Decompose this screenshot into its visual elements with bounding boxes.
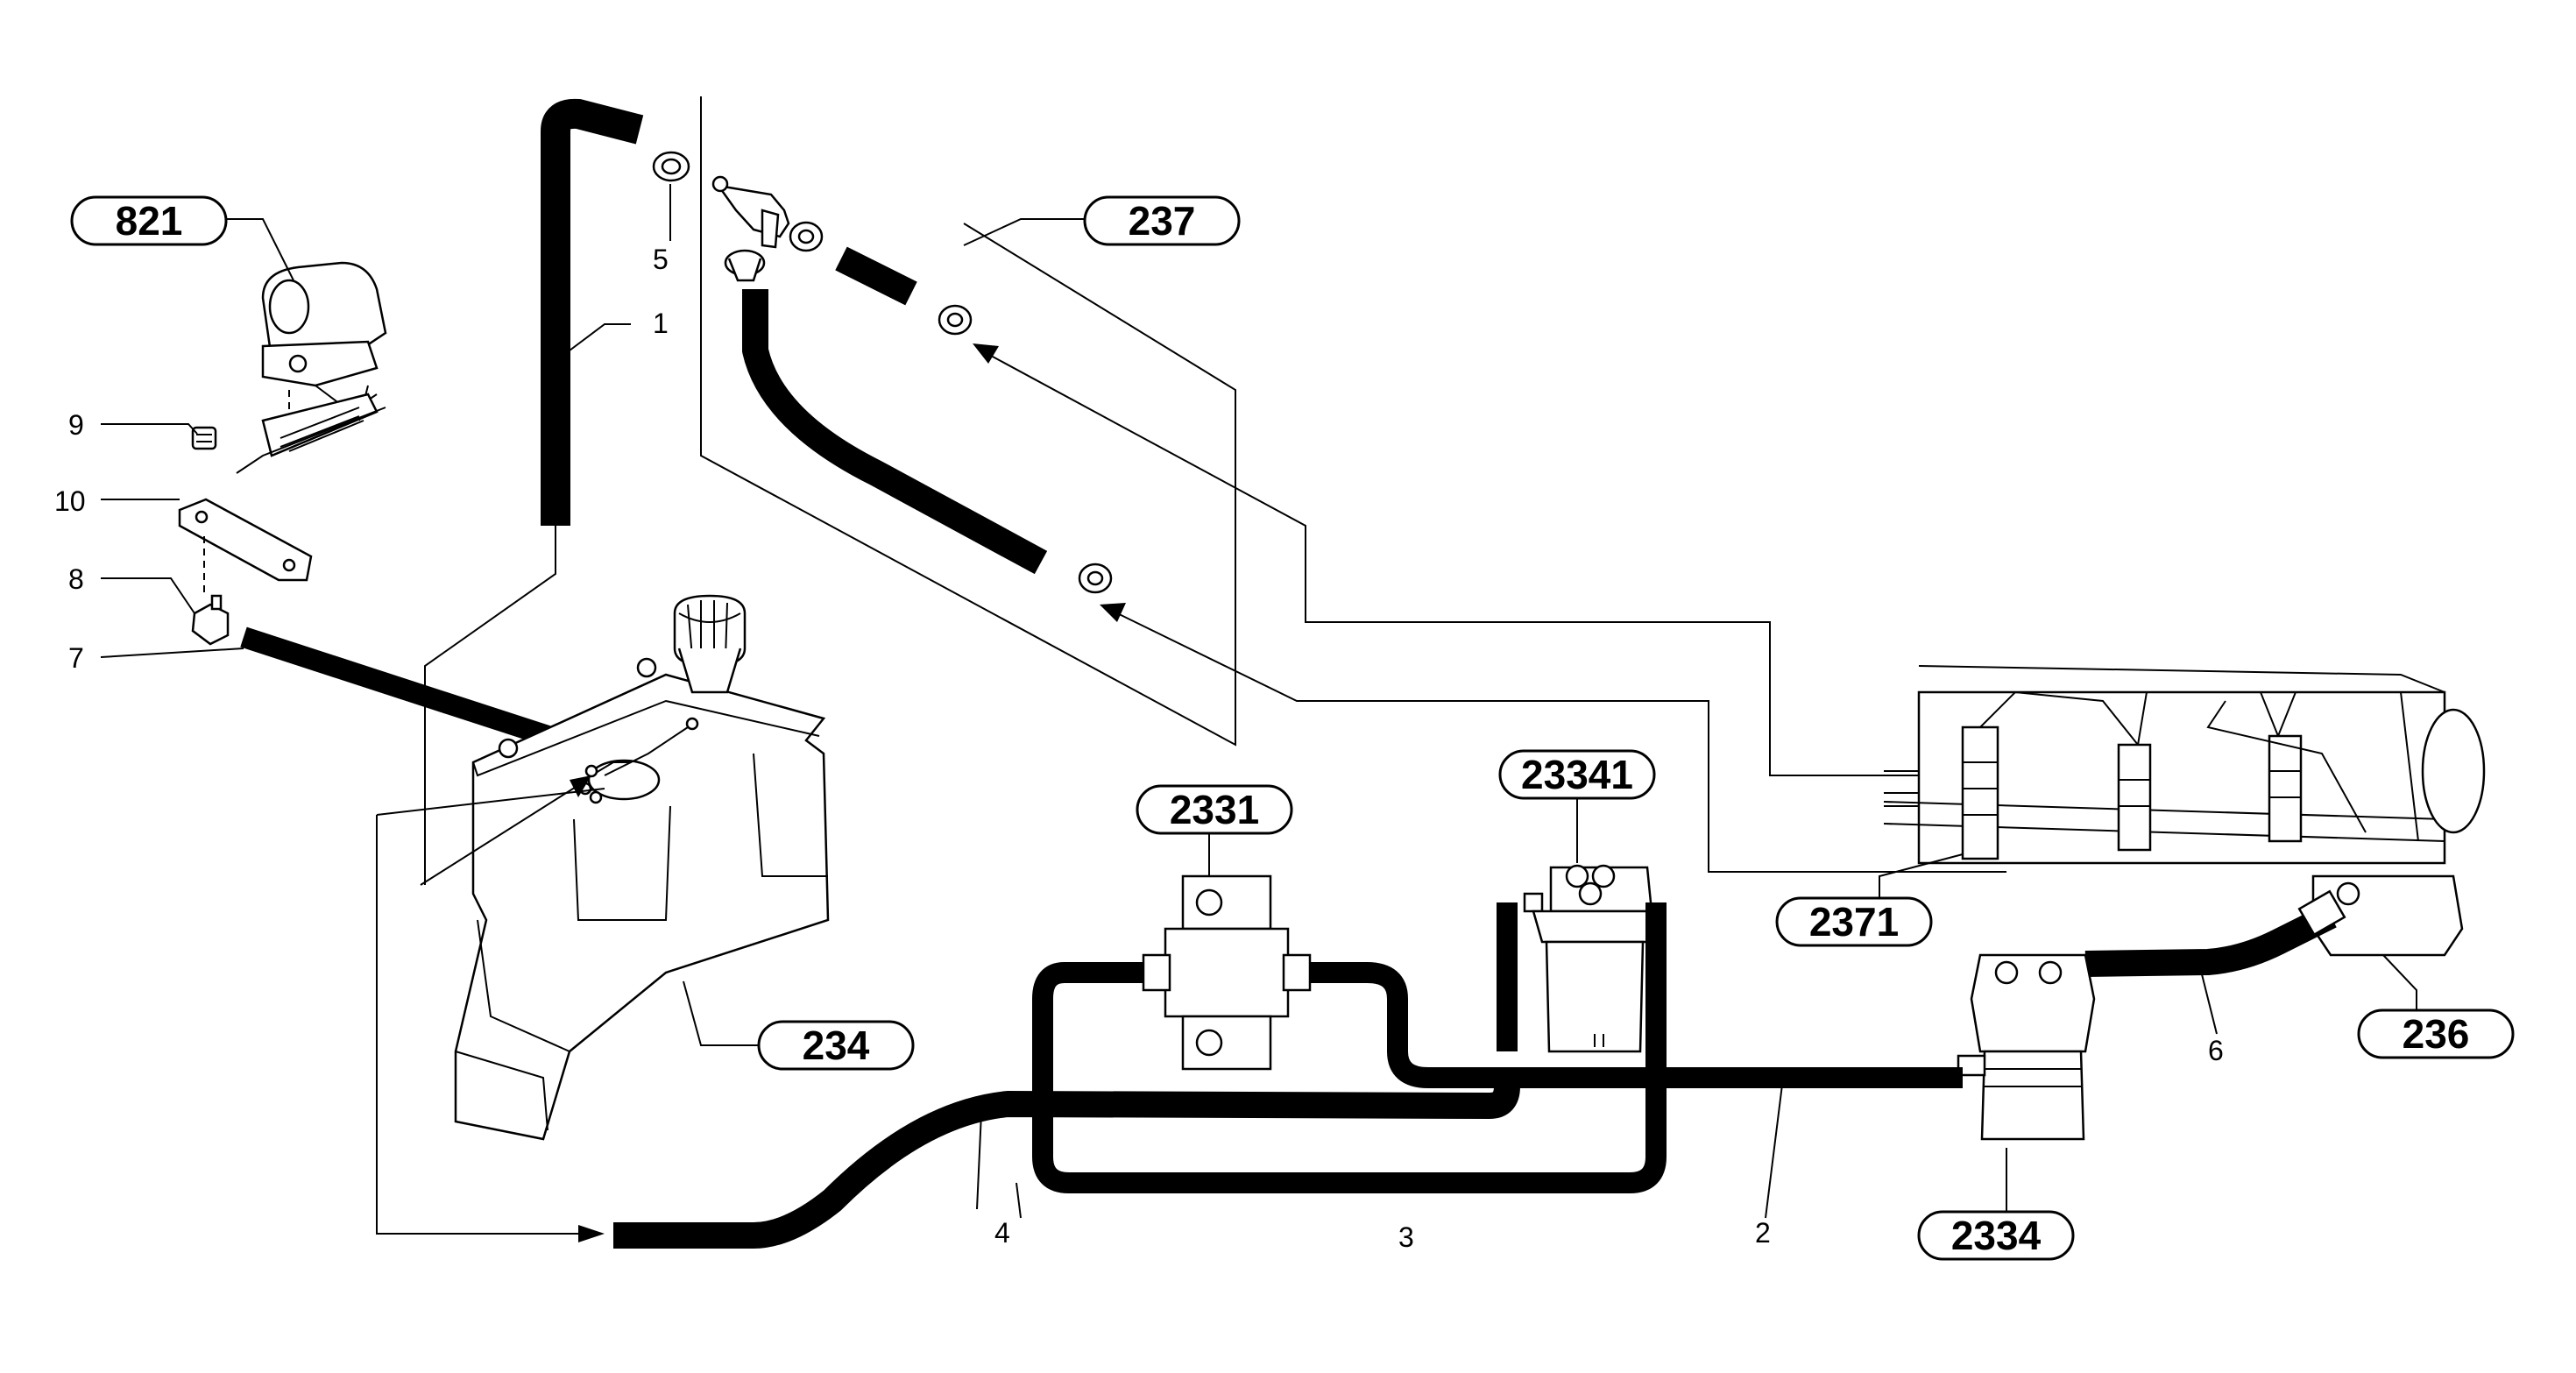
item-2: 2 (1755, 1217, 1771, 1249)
callout-2334: 2334 (1917, 1210, 2075, 1261)
leader-arrows (376, 343, 2006, 1242)
item-10: 10 (54, 485, 86, 517)
svg-text:23341: 23341 (1521, 752, 1633, 797)
hose-4 (613, 1086, 1520, 1249)
fuel-tank (454, 594, 830, 1141)
svg-text:2334: 2334 (1951, 1213, 2042, 1258)
clamp-5 (652, 151, 690, 182)
tee-fitting-group (700, 96, 1236, 747)
bracket-assembly (178, 261, 387, 646)
hose-3 (1032, 902, 1667, 1193)
callout-236: 236 (2357, 1009, 2515, 1059)
filter-23341 (1523, 864, 1658, 1053)
fuel-pump-2331 (1142, 874, 1312, 1071)
svg-text:236: 236 (2403, 1011, 2470, 1057)
callout-23341: 23341 (1498, 749, 1656, 800)
callout-237: 237 (1083, 195, 1241, 246)
callout-2331: 2331 (1136, 784, 1293, 835)
svg-text:2331: 2331 (1170, 787, 1259, 832)
item-9: 9 (68, 409, 84, 441)
callout-leaders (100, 184, 2417, 1222)
filter-2334 (1957, 953, 2096, 1141)
callout-234: 234 (757, 1020, 915, 1071)
hose-1 (541, 98, 644, 526)
svg-text:237: 237 (1129, 198, 1196, 244)
item-1: 1 (653, 308, 669, 339)
svg-text:821: 821 (116, 198, 183, 244)
callout-821: 821 (70, 195, 228, 246)
item-7: 7 (68, 642, 84, 674)
item-3: 3 (1398, 1221, 1414, 1253)
item-6: 6 (2208, 1035, 2224, 1066)
callout-2371: 2371 (1775, 896, 1933, 947)
item-4: 4 (994, 1217, 1010, 1249)
item-8: 8 (68, 563, 84, 595)
hose-7 (240, 626, 584, 757)
hose-2 (1310, 962, 1963, 1088)
engine-injection-pump (1883, 665, 2486, 957)
item-5: 5 (653, 244, 669, 275)
svg-text:2371: 2371 (1809, 899, 1899, 945)
svg-text:234: 234 (803, 1023, 870, 1068)
hose-6 (2084, 903, 2337, 977)
